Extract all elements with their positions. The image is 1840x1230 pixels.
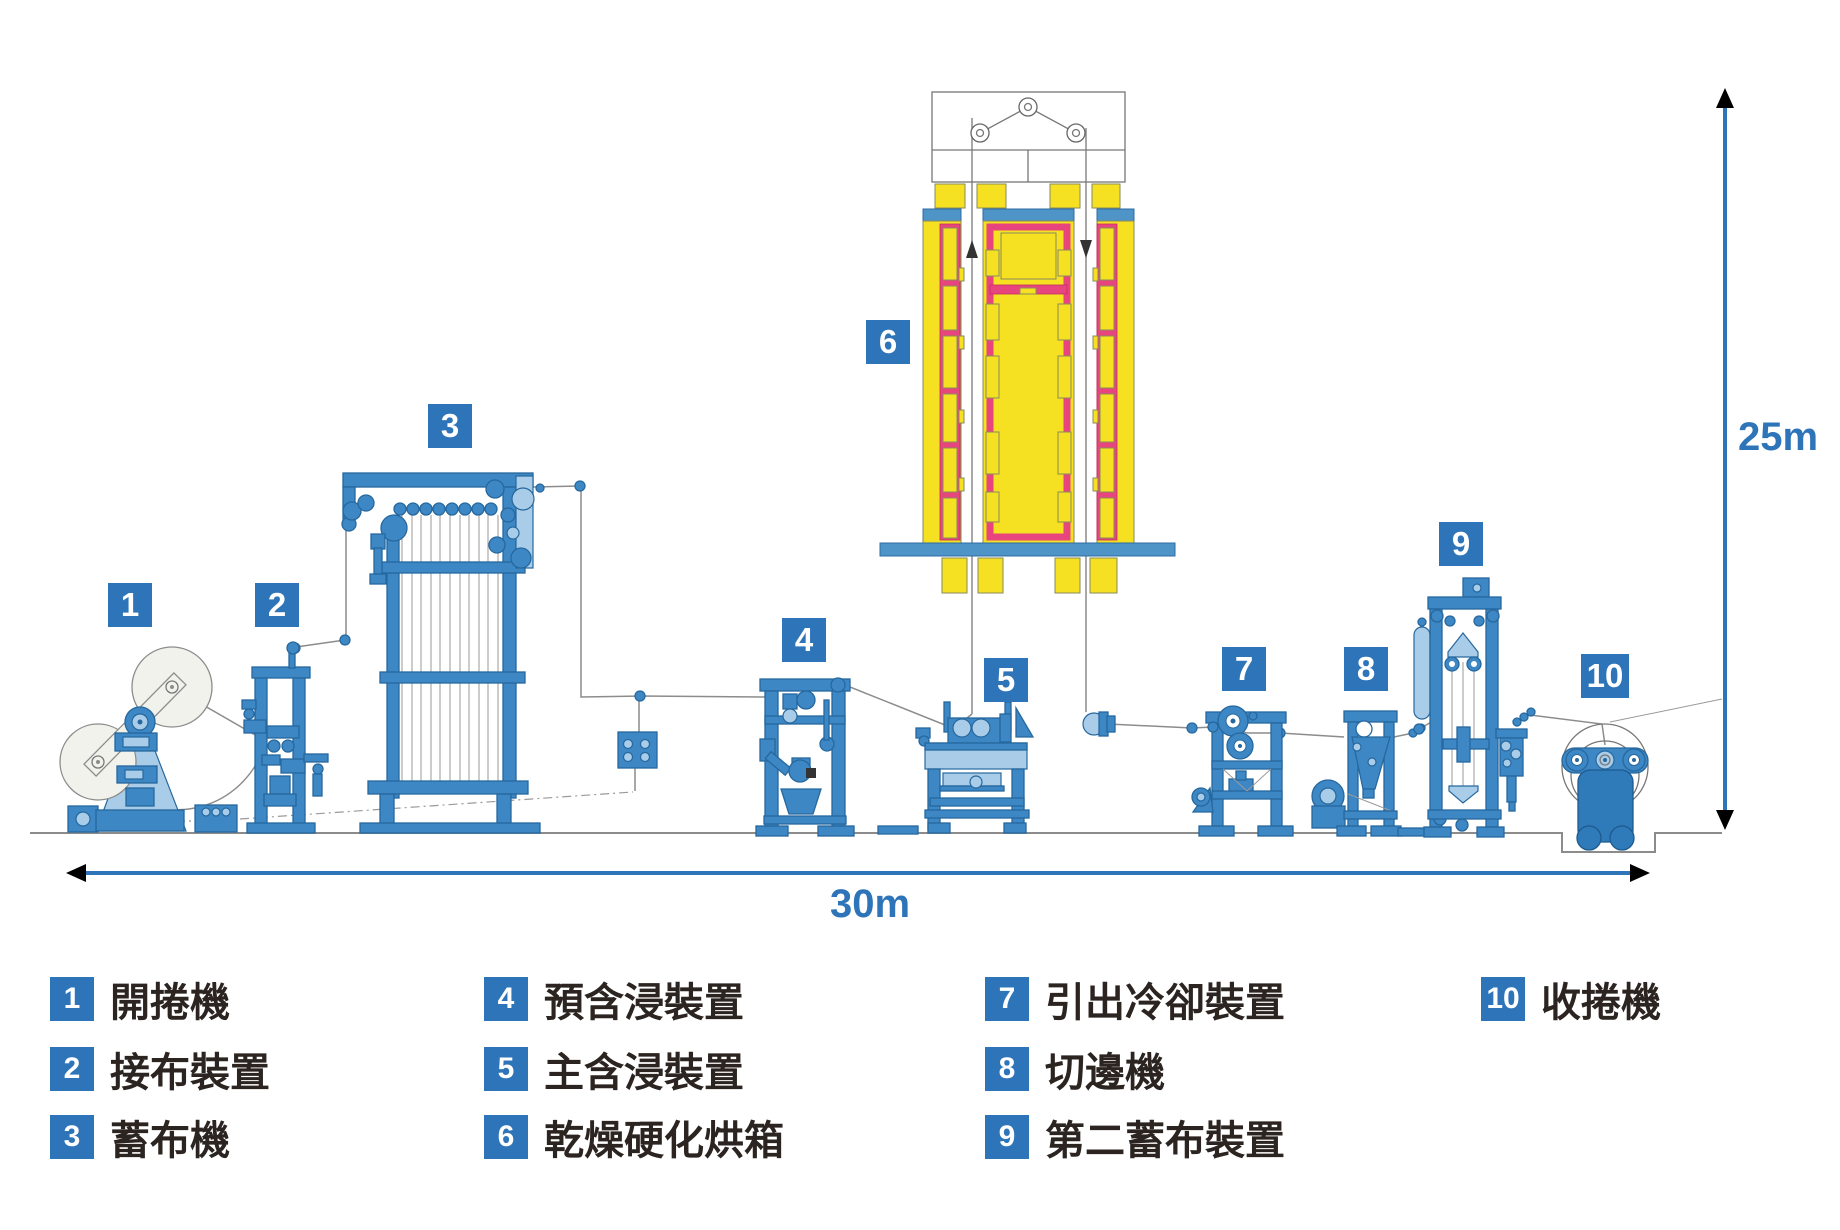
oven-exit-guide <box>1082 711 1116 737</box>
machine-oven <box>879 91 1176 737</box>
legend-label-8: 切邊機 <box>1045 1051 1165 1095</box>
width-label: 30m <box>830 882 910 926</box>
badge-5: 5 <box>984 658 1028 702</box>
legend-badge-8: 8 <box>985 1047 1029 1091</box>
badge-6: 6 <box>866 320 910 364</box>
winder-drum <box>1577 769 1634 843</box>
arrow-left-icon <box>66 864 86 882</box>
legend-badge-4: 4 <box>484 977 528 1021</box>
dancer-box <box>617 731 658 769</box>
legend-item-9: 9 第二蓄布裝置 <box>985 1108 1285 1166</box>
legend-label-5: 主含浸裝置 <box>544 1051 744 1095</box>
legend-badge-9: 9 <box>985 1115 1029 1159</box>
badge-8: 8 <box>1344 647 1388 691</box>
svg-text:2: 2 <box>268 586 286 623</box>
ground-line <box>30 832 1722 853</box>
legend-item-1: 1 開捲機 <box>50 970 230 1028</box>
legend-badge-2: 2 <box>50 1047 94 1091</box>
legend-item-4: 4 預含浸裝置 <box>484 970 744 1028</box>
machine-cooling <box>1191 705 1294 837</box>
legend-label-1: 開捲機 <box>110 981 230 1025</box>
line-diagram: 25m 30m 1 2 3 4 5 6 7 8 9 10 <box>30 88 1818 926</box>
legend-badge-3: 3 <box>50 1115 94 1159</box>
machine-winder <box>1561 723 1649 851</box>
badge-1: 1 <box>108 583 152 627</box>
legend-badge-10: 10 <box>1481 977 1525 1021</box>
svg-text:3: 3 <box>441 407 459 444</box>
legend-item-10: 10 收捲機 <box>1481 970 1661 1028</box>
svg-text:1: 1 <box>121 586 139 623</box>
svg-text:6: 6 <box>879 323 897 360</box>
arrow-up-icon <box>1716 88 1734 108</box>
oven-base-bar <box>879 542 1176 557</box>
svg-text:4: 4 <box>795 621 814 658</box>
machine-maindip <box>877 701 1035 835</box>
legend-item-2: 2 接布裝置 <box>50 1040 270 1098</box>
legend-label-6: 乾燥硬化烘箱 <box>544 1119 784 1163</box>
badge-9: 9 <box>1439 522 1483 566</box>
roller-row <box>393 502 498 516</box>
svg-text:9: 9 <box>1452 525 1470 562</box>
legend-badge-5: 5 <box>484 1047 528 1091</box>
accumulator-threads <box>401 515 499 782</box>
legend-item-3: 3 蓄布機 <box>50 1108 230 1166</box>
machine-accumulator2 <box>1423 577 1536 838</box>
oven-column-center <box>982 220 1075 544</box>
machine-accumulator <box>341 472 545 834</box>
control-box <box>194 804 238 833</box>
machine-unwinder <box>59 646 213 833</box>
web-down-arrow <box>1080 240 1092 258</box>
legend-item-5: 5 主含浸裝置 <box>484 1040 744 1098</box>
legend-label-2: 接布裝置 <box>110 1051 270 1095</box>
machine-splicer <box>241 641 329 834</box>
height-label: 25m <box>1738 415 1818 459</box>
edge-guide-cluster <box>1495 707 1536 812</box>
width-dimension: 30m <box>66 864 1650 926</box>
web-path <box>111 118 1723 811</box>
legend-badge-6: 6 <box>484 1115 528 1159</box>
svg-text:5: 5 <box>997 661 1015 698</box>
machine-predip <box>755 677 855 837</box>
oven-feet <box>941 557 1118 594</box>
oven-column-right <box>1092 220 1135 544</box>
svg-text:8: 8 <box>1357 650 1375 687</box>
legend-badge-7: 7 <box>985 977 1029 1021</box>
badge-7: 7 <box>1222 647 1266 691</box>
legend-label-3: 蓄布機 <box>110 1119 230 1163</box>
oven-pulleys <box>970 97 1086 143</box>
legend-label-10: 收捲機 <box>1541 981 1661 1025</box>
legend-item-6: 6 乾燥硬化烘箱 <box>484 1108 784 1166</box>
oven-column-left <box>922 220 965 544</box>
oven-hanger-blocks <box>934 183 1121 209</box>
legend-item-8: 8 切邊機 <box>985 1040 1165 1098</box>
badge-10: 10 <box>1581 654 1629 698</box>
badge-4: 4 <box>782 618 826 662</box>
badge-2: 2 <box>255 583 299 627</box>
trim-suction-tube <box>1413 617 1431 735</box>
web-up-arrow <box>966 240 978 258</box>
legend-badge-1: 1 <box>50 977 94 1021</box>
badge-3: 3 <box>428 404 472 448</box>
arrow-down-icon <box>1716 810 1734 830</box>
arrow-right-icon <box>1630 864 1650 882</box>
svg-text:10: 10 <box>1587 657 1624 694</box>
svg-text:7: 7 <box>1235 650 1253 687</box>
height-dimension: 25m <box>1716 88 1818 830</box>
machine-slitter <box>1311 710 1441 837</box>
legend-label-4: 預含浸裝置 <box>544 981 744 1025</box>
legend-item-7: 7 引出冷卻裝置 <box>985 970 1285 1028</box>
legend-label-9: 第二蓄布裝置 <box>1045 1119 1285 1163</box>
legend-label-7: 引出冷卻裝置 <box>1045 981 1285 1025</box>
